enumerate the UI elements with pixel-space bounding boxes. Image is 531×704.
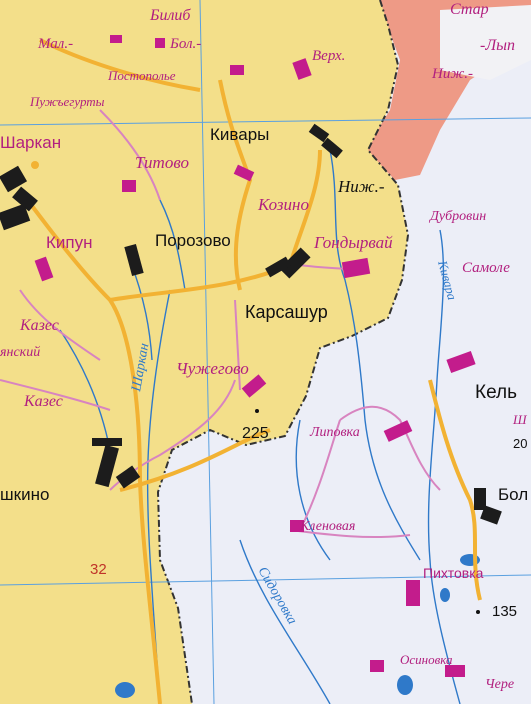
label-sh-cut: Ш <box>512 412 528 427</box>
label-dubrovino: Дубровин <box>428 209 486 224</box>
elevation-point <box>476 610 480 614</box>
lake <box>397 675 413 695</box>
label-kozino: Козино <box>257 195 309 214</box>
label-pikhtovka: Пихтовка <box>423 565 484 581</box>
label-elev-135: 135 <box>492 603 517 620</box>
settlement-porozovo[interactable] <box>265 247 311 279</box>
label-nizh-top: Ниж.- <box>431 66 473 82</box>
settlement-lipovka[interactable] <box>383 420 413 442</box>
town-marker <box>31 161 39 169</box>
settlement-bol[interactable] <box>474 488 502 525</box>
district-border <box>156 0 410 704</box>
settlement-minor-group <box>34 35 476 677</box>
label-elev-225: 225 <box>242 425 269 442</box>
label-bol2: Бол <box>498 485 528 504</box>
label-num-20: 20 <box>513 436 527 451</box>
grid-line <box>0 117 531 126</box>
label-kely: Кель <box>475 382 517 403</box>
label-kazes1: Казес <box>19 317 59 334</box>
grid-line <box>0 574 531 586</box>
label-chere: Чере <box>485 677 514 692</box>
label-lyp: -Лып <box>480 37 515 54</box>
label-mal: Мал.- <box>37 36 73 52</box>
label-shkino: шкино <box>0 485 49 504</box>
rivers <box>59 149 461 704</box>
label-osinovka: Осиновка <box>400 652 453 667</box>
settlement-kivary[interactable] <box>308 123 343 159</box>
label-samole: Самоле <box>462 260 510 276</box>
grid-line <box>199 0 215 704</box>
neighbor-region-inner <box>440 5 531 80</box>
label-karsashur: Карсашур <box>245 302 328 322</box>
label-star: Стар <box>450 1 489 18</box>
settlement-kipun[interactable] <box>124 243 144 277</box>
label-porozovo: Порозово <box>155 231 231 250</box>
label-chuzhegovo: Чужегово <box>176 359 249 378</box>
label-klenovaya: Кленовая <box>299 519 355 534</box>
label-road-32: 32 <box>90 561 107 578</box>
lake <box>440 588 450 602</box>
label-nizh-mid: Ниж.- <box>337 177 385 196</box>
label-lipovka: Липовка <box>309 425 360 440</box>
label-bol: Бол.- <box>169 36 201 52</box>
elevation-point <box>255 409 259 413</box>
settlement-sharkan[interactable] <box>0 165 38 231</box>
label-verkh: Верх. <box>312 48 345 64</box>
label-kivary: Кивары <box>210 125 269 144</box>
label-kazes2: Казес <box>23 393 63 410</box>
label-postopolye: Постополье <box>107 68 176 83</box>
district-territory <box>0 0 408 704</box>
settlement-kely[interactable] <box>446 350 476 374</box>
label-bilib: Билиб <box>149 7 191 24</box>
label-puzhyegurty: Пужъегурты <box>29 94 105 109</box>
settlement-titovo[interactable] <box>122 180 136 192</box>
settlement-chuzhegovo[interactable] <box>241 374 267 398</box>
label-kipun: Кипун <box>46 233 93 252</box>
label-gondyrvai: Гондырвай <box>313 233 393 252</box>
label-yansky: янский <box>0 345 40 360</box>
settlement-kozino[interactable] <box>233 164 255 182</box>
lake <box>115 682 135 698</box>
settlement-gondyrvai[interactable] <box>341 257 371 279</box>
label-titovo: Титово <box>135 153 189 172</box>
settlement-pikhtovka[interactable] <box>406 580 420 606</box>
label-sharkan-town: Шаркан <box>0 133 61 152</box>
settlement-shkino[interactable] <box>92 438 141 489</box>
major-roads <box>18 38 482 704</box>
